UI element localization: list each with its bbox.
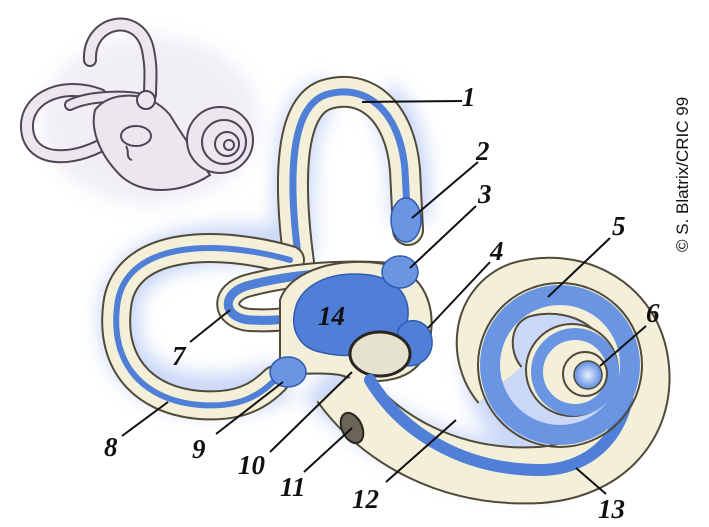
label-13: 13 [598, 494, 625, 524]
label-9: 9 [192, 434, 206, 464]
ampulla-superior [390, 197, 422, 243]
label-8: 8 [104, 432, 118, 462]
oval-window [348, 330, 412, 378]
label-6: 6 [646, 298, 660, 328]
label-10: 10 [238, 450, 265, 480]
membranous-labyrinth [269, 197, 643, 477]
cochlea-apex [573, 360, 603, 390]
label-2: 2 [476, 136, 490, 166]
cochlea-turn-outer [480, 285, 640, 445]
ampulla-posterior [269, 356, 307, 388]
label-14: 14 [318, 301, 345, 331]
label-7: 7 [172, 341, 186, 371]
copyright-credit: © S. Blatrix/CRIC 99 [673, 96, 692, 252]
leader-lines [121, 100, 647, 495]
ampulla-lateral [381, 255, 419, 289]
cochlea-turn-middle [531, 328, 619, 416]
thumbnail-labyrinth [20, 17, 260, 205]
label-11: 11 [280, 472, 306, 502]
label-3: 3 [478, 179, 492, 209]
label-1: 1 [462, 82, 476, 112]
label-5: 5 [612, 211, 626, 241]
label-4: 4 [490, 236, 504, 266]
label-12: 12 [352, 484, 379, 514]
